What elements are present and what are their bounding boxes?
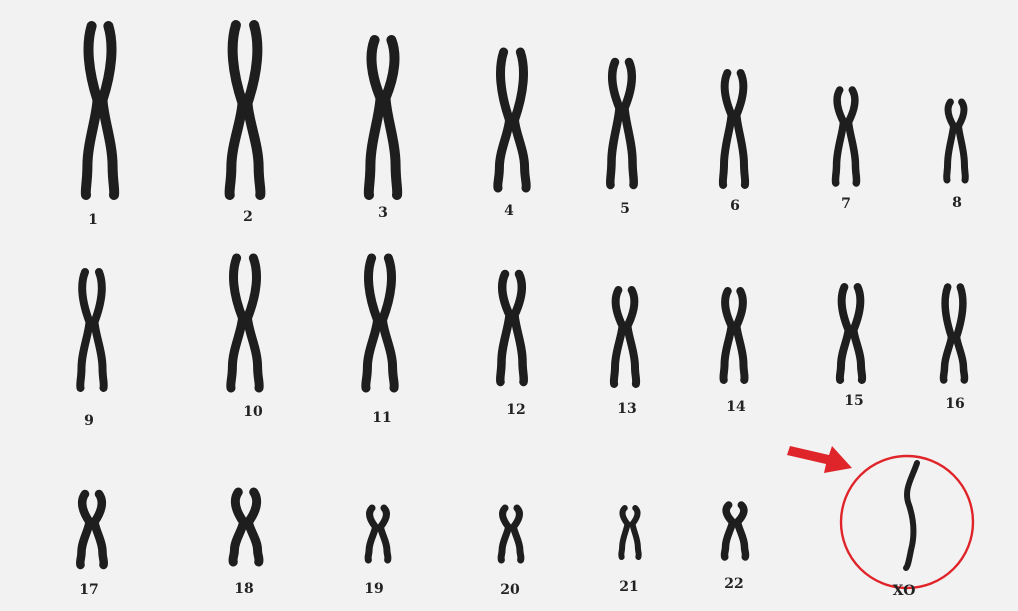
chromatid-left [609,286,627,388]
highlight-circle [839,454,975,590]
chromatid-left [75,489,94,570]
chromatid-left [493,47,514,193]
chromatid-right [629,505,642,560]
label-xo: XO [893,583,916,599]
chromatid-right [955,98,969,184]
label-chromosome-21: 21 [619,579,638,595]
label-chromosome-4: 4 [504,203,514,219]
chromatid-left [605,57,624,190]
chromatid-left [76,268,94,392]
chromatid-right [242,20,266,200]
label-chromosome-9: 9 [84,413,94,429]
chromosome-18 [228,487,264,567]
chromosome-17 [75,489,109,570]
chromatid-right [90,268,108,392]
chromatid-right [849,283,867,384]
chromosomes-layer [75,20,969,570]
chromosome-8 [943,98,969,184]
chromatid-right [732,69,750,189]
chromatid-left [943,98,957,184]
chromatid-right [733,501,750,561]
red-arrow-icon [787,446,852,473]
chromatid-right [377,504,392,564]
chromatid-left [618,505,631,560]
chromosome-6 [718,69,750,189]
label-chromosome-10: 10 [243,404,263,420]
chromatid-right [244,487,264,567]
label-chromosome-22: 22 [724,576,743,592]
label-chromosome-18: 18 [234,581,253,597]
chromatid-left [719,287,736,384]
chromatid-right [620,57,639,190]
label-chromosome-11: 11 [372,410,391,426]
chromatid-left [361,253,382,393]
chromosome-1 [80,21,120,200]
chromosome-19 [364,504,392,564]
chromosome-20 [497,504,525,564]
chromatid-right [243,253,264,393]
chromatid-right [90,489,109,570]
chromatid-right [952,283,969,384]
chromatid-right [623,286,641,388]
chromatid-right [732,287,749,384]
chromatid-left [831,86,848,187]
chromosome-2 [224,20,266,200]
chromosome-16 [939,283,969,384]
chromosome-4 [493,47,531,193]
chromatid-right [844,86,861,187]
label-chromosome-7: 7 [841,196,851,212]
chromatid-left [228,487,248,567]
label-chromosome-6: 6 [730,198,740,214]
chromatid-left [364,504,379,564]
label-chromosome-12: 12 [506,402,525,418]
label-chromosome-3: 3 [378,205,388,221]
label-chromosome-14: 14 [726,399,746,415]
chromosome-13 [609,286,641,388]
chromatid-left [80,21,103,200]
label-chromosome-20: 20 [500,582,520,598]
chromatid-left [497,504,512,564]
chromosome-5 [605,57,639,190]
label-chromosome-15: 15 [844,393,863,409]
chromosome-9 [76,268,108,392]
label-chromosome-13: 13 [617,401,636,417]
chromatid-right [510,47,531,193]
chromatid-left [363,35,386,200]
chromatid-right [510,504,525,564]
chromosome-11 [361,253,399,393]
chromosome-14 [719,287,749,384]
chromatid-right [378,253,399,393]
label-chromosome-5: 5 [620,201,630,217]
sex-chromosome-highlight: XO [787,446,975,599]
chromosome-12 [495,269,529,387]
label-chromosome-16: 16 [945,396,964,412]
label-chromosome-1: 1 [88,212,98,228]
chromatid-left [495,269,514,387]
chromatid-right [380,35,403,200]
chromatid-left [226,253,247,393]
chromosome-22 [720,501,750,561]
x-chromosome [903,460,920,571]
chromosome-3 [363,35,403,200]
label-chromosome-17: 17 [79,582,98,598]
chromatid-right [97,21,120,200]
chromatid-left [720,501,737,561]
chromatid-left [835,283,853,384]
chromatid-left [939,283,956,384]
chromatid-left [224,20,248,200]
chromatid-right [510,269,529,387]
label-chromosome-2: 2 [243,209,253,225]
label-chromosome-19: 19 [364,581,383,597]
chromosome-21 [618,505,642,560]
chromatid-left [718,69,736,189]
chromosome-7 [831,86,861,187]
label-chromosome-8: 8 [952,195,962,211]
chromosome-10 [226,253,264,393]
chromosome-15 [835,283,867,384]
